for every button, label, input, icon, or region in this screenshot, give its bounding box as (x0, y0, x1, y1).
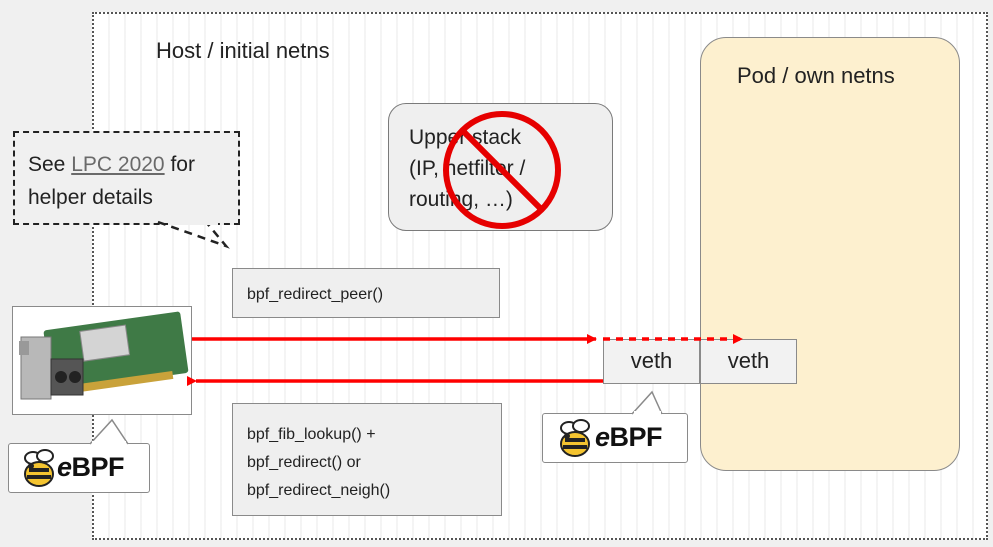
veth-host-side: veth (603, 339, 700, 384)
pod-namespace-label: Pod / own netns (737, 63, 895, 88)
nic-badge-pointer (89, 418, 129, 445)
ebpf-wordmark: eBPF (57, 452, 125, 483)
redirect-line: bpf_redirect() or (247, 454, 361, 471)
callout-suffix: for (164, 153, 195, 176)
callout-line2: helper details (28, 186, 153, 209)
prohibited-icon (443, 111, 561, 229)
bee-icon (560, 419, 590, 457)
bpf-fib-lookup-box: bpf_fib_lookup() + bpf_redirect() or bpf… (232, 403, 502, 516)
ebpf-badge-veth: eBPF (542, 413, 688, 463)
bpf-redirect-peer-label: bpf_redirect_peer() (247, 286, 384, 303)
ebpf-prefix: e (57, 452, 72, 482)
pod-namespace-region (700, 37, 960, 471)
lpc-callout (13, 131, 240, 225)
callout-prefix: See (28, 153, 72, 176)
fib-lookup-line: bpf_fib_lookup() + (247, 426, 376, 443)
lpc-callout-text: See LPC 2020 for helper details (28, 148, 195, 214)
callout-tail (157, 220, 230, 249)
nic-card-drawing (19, 311, 189, 400)
bee-icon (24, 449, 54, 487)
lpc-2020-link[interactable]: LPC 2020 (71, 153, 165, 176)
veth-pod-side: veth (700, 339, 797, 384)
nic-card-image (12, 306, 192, 415)
ebpf-word: BPF (71, 452, 125, 482)
ebpf-wordmark: eBPF (595, 422, 663, 453)
host-namespace-label: Host / initial netns (156, 38, 330, 63)
ebpf-badge-nic: eBPF (8, 443, 150, 493)
ebpf-word: BPF (609, 422, 663, 452)
ebpf-prefix: e (595, 422, 610, 452)
redirect-neigh-line: bpf_redirect_neigh() (247, 482, 391, 499)
bpf-redirect-peer-box: bpf_redirect_peer() (232, 268, 500, 318)
veth-badge-pointer (631, 390, 663, 415)
